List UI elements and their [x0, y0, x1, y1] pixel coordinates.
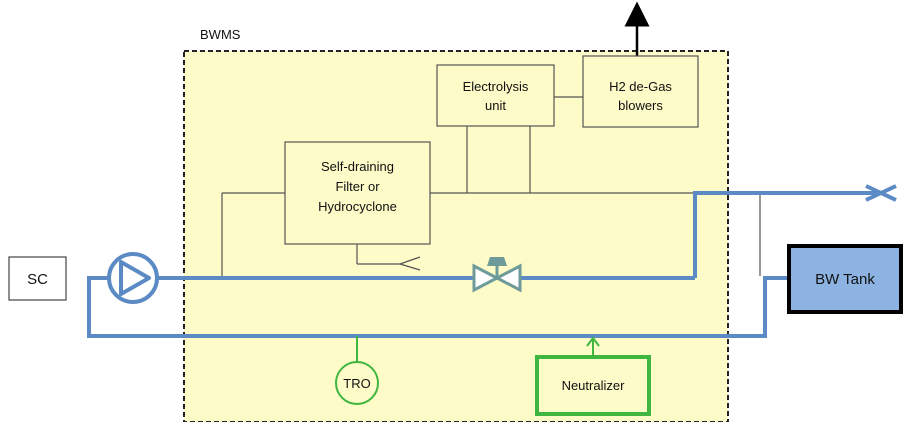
filter-box: Self-draining Filter or Hydrocyclone [284, 141, 431, 245]
degas-label-line1: H2 de-Gas [609, 79, 672, 94]
pump-icon [107, 252, 159, 304]
signal-lines [221, 96, 761, 276]
tro-label: TRO [343, 376, 370, 391]
bw-tank-box: BW Tank [787, 244, 903, 314]
neutralizer-box: Neutralizer [535, 336, 651, 416]
electrolysis-label-line2: unit [485, 98, 506, 113]
filter-label-line2: Filter or [335, 179, 380, 194]
bw-tank-label: BW Tank [815, 271, 875, 288]
h2-degas-blowers-box: H2 de-Gas blowers [582, 55, 699, 128]
ballast-pipes [87, 191, 860, 338]
overboard-outlet-icon [860, 184, 897, 202]
control-valve-icon [472, 257, 522, 293]
filter-label-line1: Self-draining [321, 159, 394, 174]
bwms-label: BWMS [200, 27, 241, 42]
degas-label-line2: blowers [618, 98, 663, 113]
electrolysis-label-line1: Electrolysis [463, 79, 529, 94]
filter-label-line3: Hydrocyclone [318, 199, 397, 214]
neutralizer-label: Neutralizer [562, 378, 626, 393]
sc-label: SC [27, 271, 48, 288]
electrolysis-unit-box: Electrolysis unit [436, 64, 555, 127]
sc-box: SC [8, 256, 67, 301]
tro-sensor: TRO [335, 336, 379, 405]
